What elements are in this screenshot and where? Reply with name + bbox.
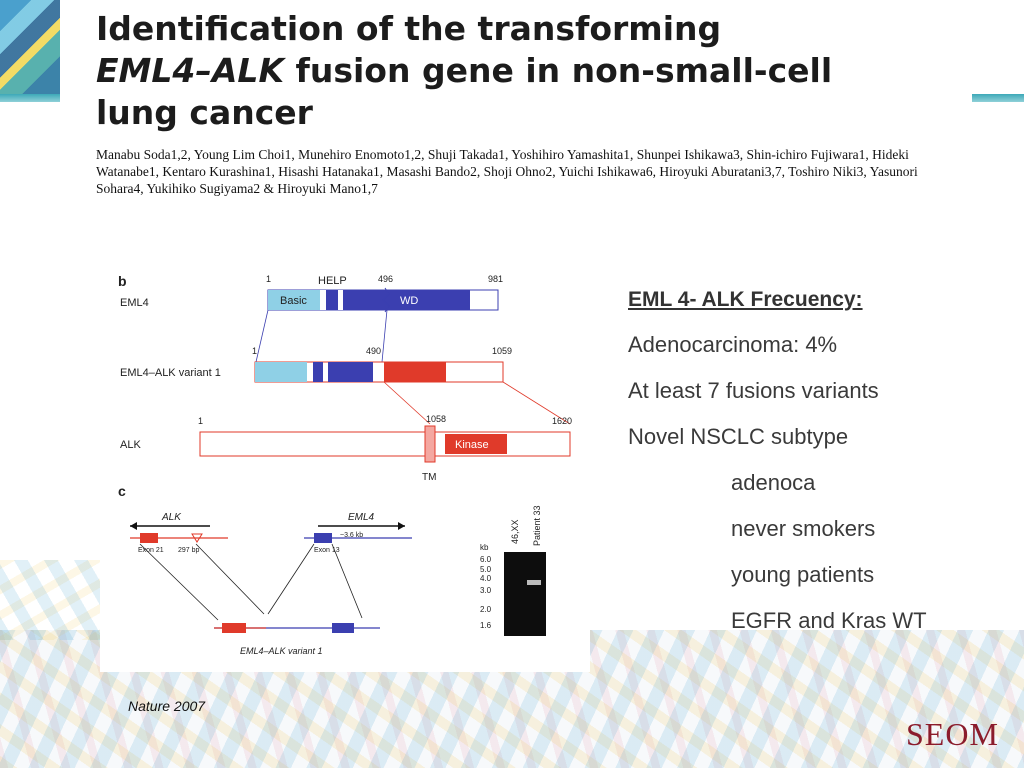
variant-start-num: 1	[252, 346, 257, 356]
tm-label: TM	[422, 472, 436, 483]
eml4-row-label: EML4	[120, 297, 149, 309]
kb36-label: ~3.6 kb	[340, 532, 363, 539]
fusion-alk-exon	[222, 623, 246, 633]
variant-end-num: 1059	[492, 346, 512, 356]
decorative-mosaic-top-left	[0, 0, 60, 95]
exon21-label: Exon 21	[138, 547, 164, 554]
alk-arrowhead	[130, 522, 137, 530]
eml4-basic-domain	[268, 290, 320, 310]
kinase-label: Kinase	[455, 439, 489, 451]
gel-ladder-mark: 2.0	[480, 605, 492, 614]
eml4-496-num: 496	[378, 274, 393, 284]
decorative-mosaic-left	[0, 560, 100, 640]
crossover-line	[195, 543, 265, 615]
eml4-gap-2	[338, 290, 343, 310]
alk-kinase-domain	[445, 434, 507, 454]
decorative-bar-right	[972, 94, 1024, 102]
variant-help-domain	[313, 362, 323, 382]
paper-title: Identification of the transforming EML4–…	[96, 8, 956, 134]
frequency-text-block: EML 4- ALK Frecuency: Adenocarcinoma: 4%…	[628, 286, 1008, 654]
gel-kb-label: kb	[480, 543, 489, 552]
frequency-line: Novel NSCLC subtype	[628, 424, 849, 449]
gel-ladder-mark: 6.0	[480, 555, 492, 564]
alk-tm-domain	[424, 425, 436, 463]
decorative-bar-left	[0, 94, 60, 102]
figure-caption: Nature 2007	[128, 698, 206, 714]
eml4-gap-1	[320, 290, 326, 310]
connector-line	[383, 381, 431, 425]
paper-title-line3: lung cancer	[96, 93, 313, 132]
subtype-line: young patients	[731, 562, 875, 587]
subtype-line: never smokers	[731, 516, 876, 541]
paper-authors: Manabu Soda1,2, Young Lim Choi1, Munehir…	[96, 147, 918, 196]
gel-ladder-mark: 5.0	[480, 565, 492, 574]
alk-1058-num: 1058	[426, 414, 446, 424]
paper-title-line2: fusion gene in non-small-cell	[284, 51, 833, 90]
alk-primer-mark	[191, 533, 203, 543]
panel-c-label: c	[118, 483, 126, 499]
frequency-line: At least 7 fusions variants	[628, 378, 879, 403]
subtype-line: EGFR and Kras WT	[731, 608, 927, 633]
variant-490-num: 490	[366, 346, 381, 356]
gel-ladder-mark: 3.0	[480, 586, 492, 595]
variant-wd-domain	[328, 362, 373, 382]
c-alk-label: ALK	[161, 512, 182, 523]
subtype-line: adenoca	[731, 470, 816, 495]
connector-line	[381, 309, 388, 363]
crossover-line	[267, 543, 315, 615]
help-label: HELP	[318, 275, 347, 287]
eml4-start-num: 1	[266, 274, 271, 284]
fusion-eml4-exon	[332, 623, 354, 633]
crossover-line	[139, 543, 219, 621]
frequency-line: Adenocarcinoma: 4%	[628, 332, 838, 357]
eml4-wd-domain	[343, 290, 470, 310]
paper-header-image	[63, 0, 963, 198]
gel-ladder-mark: 4.0	[480, 574, 492, 583]
eml4-help-domain	[326, 290, 338, 310]
seom-logo: SEOM	[906, 716, 999, 752]
gel-lane1-label: 46,XX	[510, 519, 520, 544]
gel-band	[527, 580, 541, 585]
fusion-gene-figure: b EML4 1 HELP 496 981 Basic WD EML4–ALK …	[100, 262, 590, 672]
alk-start-num: 1	[198, 416, 203, 426]
alk-end-num: 1620	[552, 416, 572, 426]
gel-ladder-mark: 1.6	[480, 621, 492, 630]
exon13-label: Exon 13	[314, 547, 340, 554]
frequency-heading: EML 4- ALK Frecuency:	[628, 288, 863, 311]
basic-domain-label: Basic	[280, 295, 307, 307]
connector-line	[502, 381, 571, 425]
gel-ladder: 6.05.04.0 3.0 2.0 1.6	[480, 555, 492, 630]
alk-exon21-box	[140, 533, 158, 543]
paper-title-gene: EML4–ALK	[96, 51, 285, 90]
wd-domain-label: WD	[400, 295, 418, 307]
bp297-label: 297 bp	[178, 547, 200, 554]
alk-row-label: ALK	[120, 439, 141, 451]
variant-row-label: EML4–ALK variant 1	[120, 367, 221, 379]
connector-line	[255, 309, 269, 363]
eml4-arrowhead	[398, 522, 405, 530]
eml4-break-mark	[382, 287, 390, 313]
panel-b-label: b	[118, 273, 127, 289]
alk-bar	[199, 431, 571, 457]
c-eml4-label: EML4	[348, 512, 375, 523]
figure-svg: b EML4 1 HELP 496 981 Basic WD EML4–ALK …	[118, 273, 572, 656]
gel-image	[504, 552, 546, 636]
c-variant-label: EML4–ALK variant 1	[240, 646, 323, 656]
variant-basic-domain	[255, 362, 307, 382]
variant-kinase-domain	[384, 362, 446, 382]
paper-title-line1: Identification of the transforming	[96, 9, 722, 48]
eml4-end-num: 981	[488, 274, 503, 284]
eml4-exon13-box	[314, 533, 332, 543]
crossover-line	[331, 543, 363, 619]
gel-lane2-label: Patient 33	[532, 505, 542, 546]
